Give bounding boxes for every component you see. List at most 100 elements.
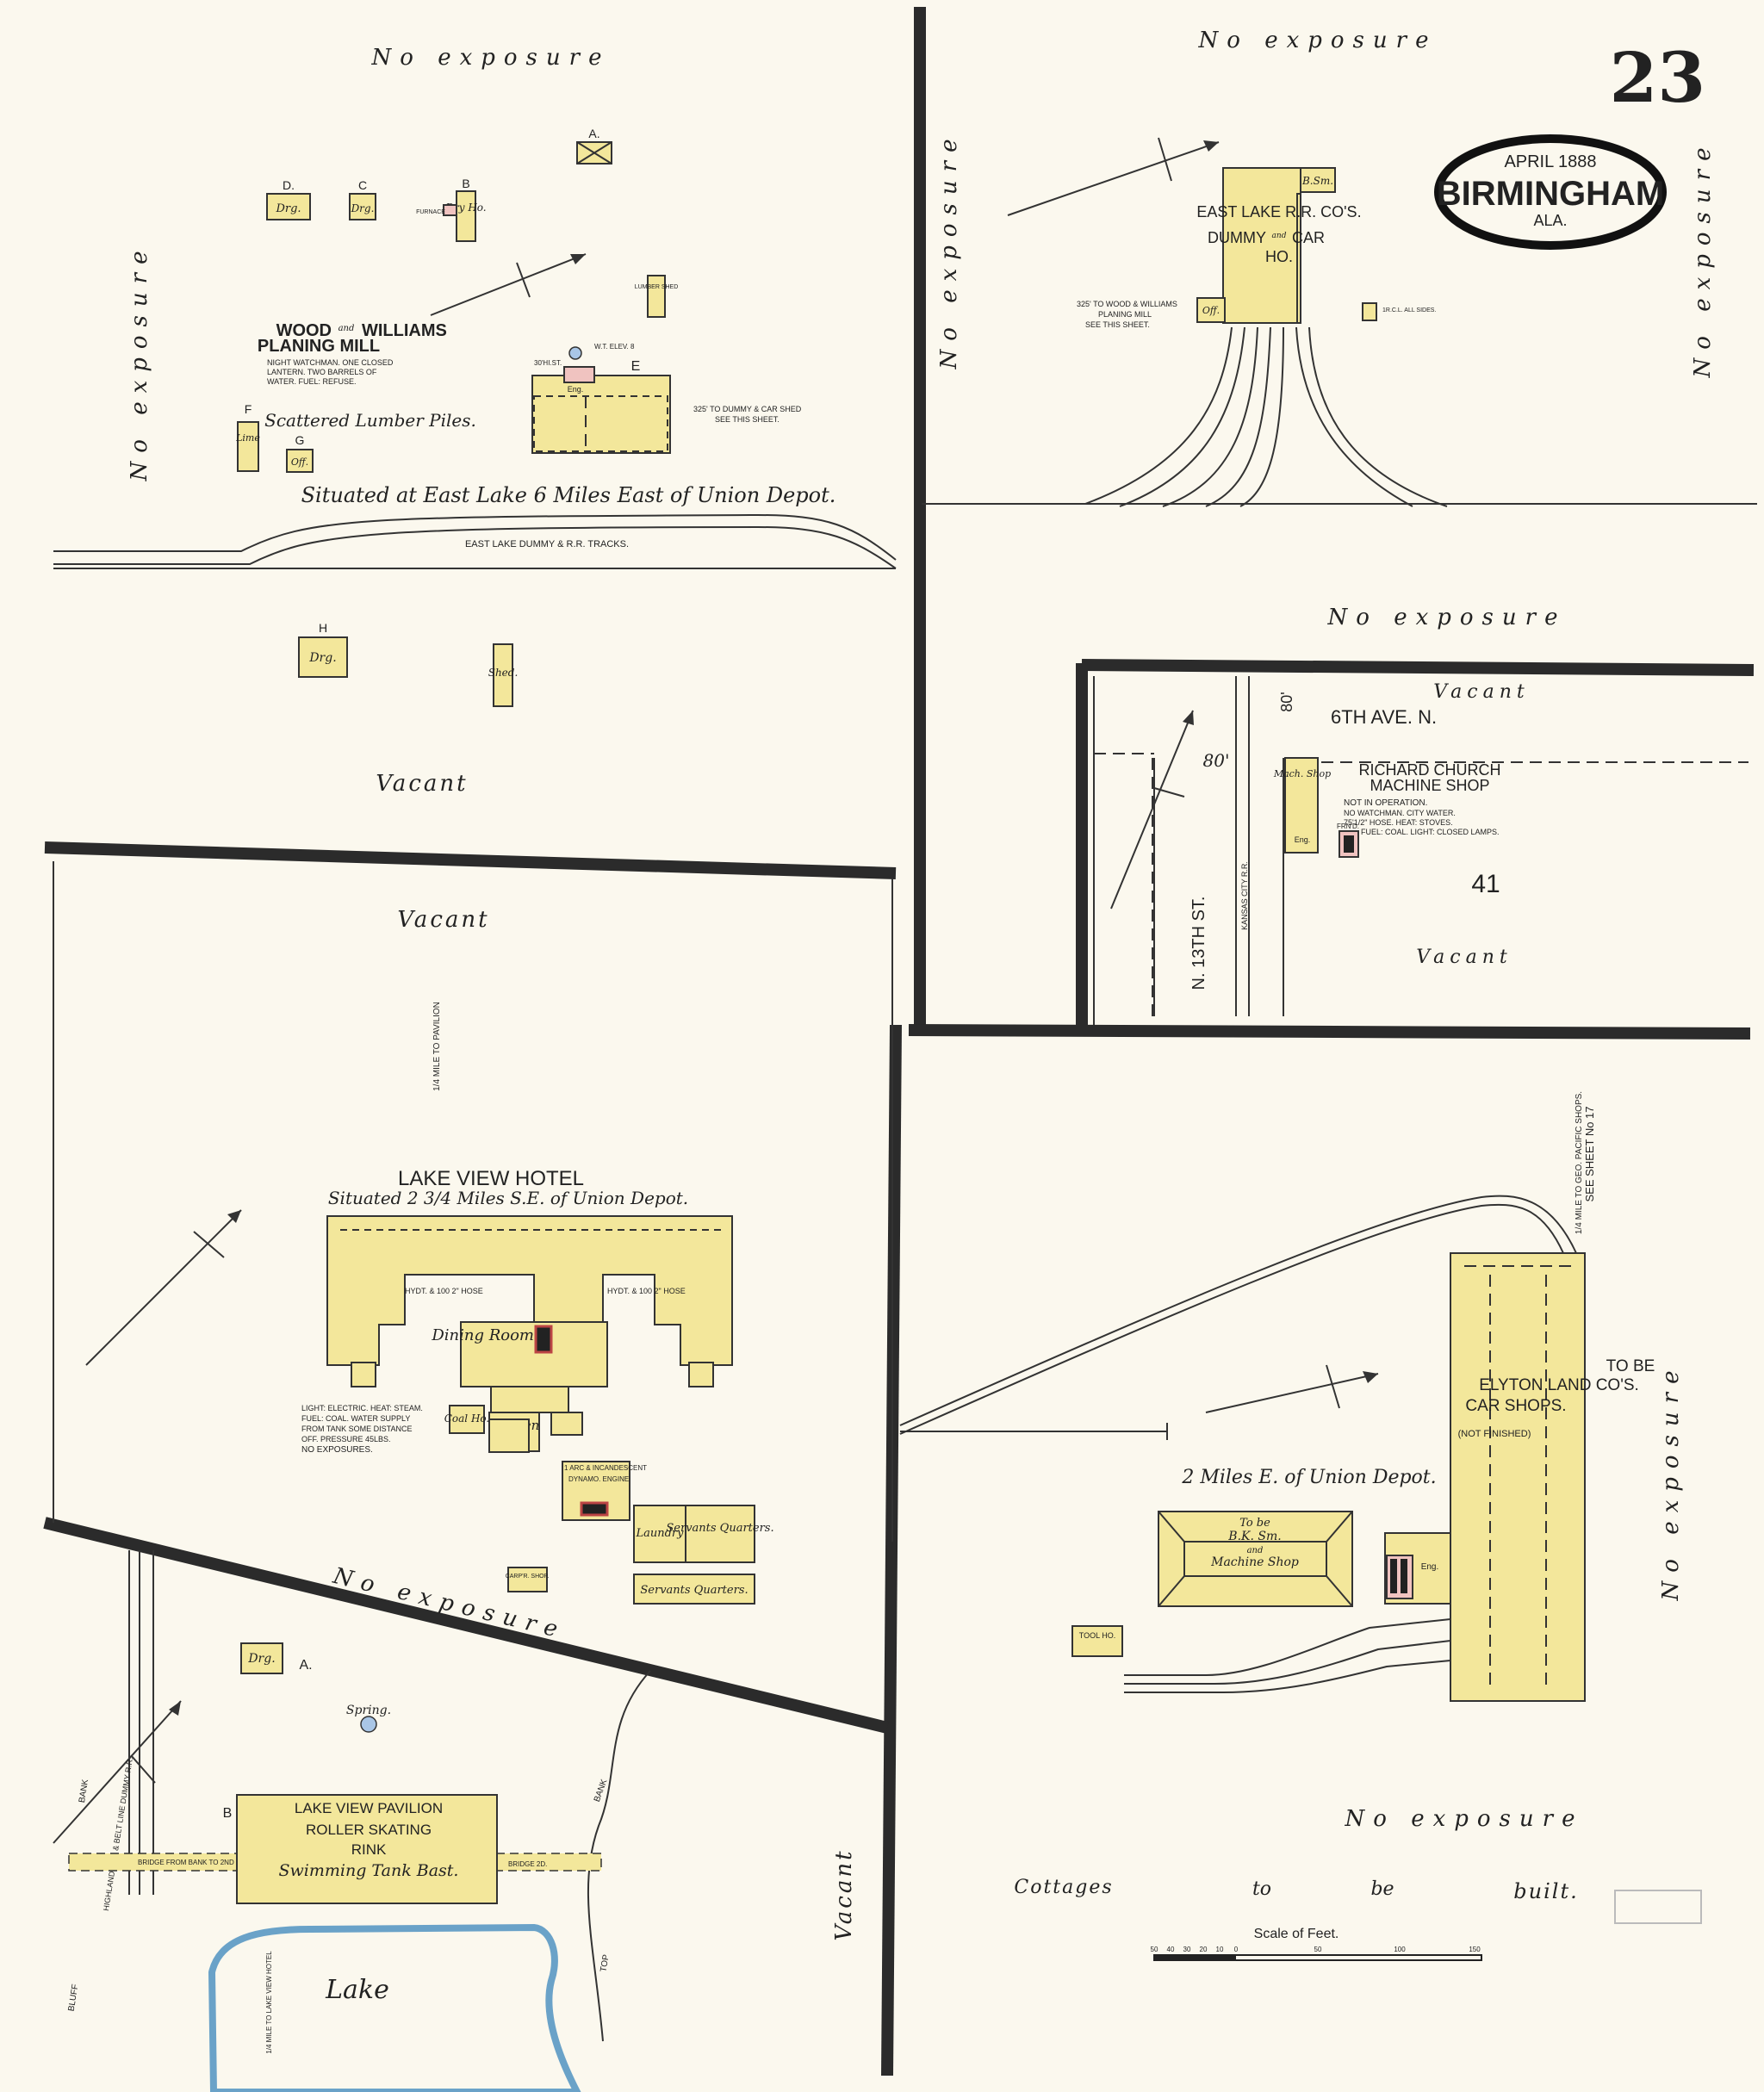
scale-tick: 50 (1151, 1946, 1158, 1953)
north-arrow (1205, 1373, 1379, 1413)
coal-ho-label: Coal Ho. (444, 1412, 490, 1425)
horizontal-road-right (908, 1024, 1751, 1040)
bank-label: BANK (78, 1779, 90, 1803)
hotel-note-line: OFF. PRESSURE 45LBS. (301, 1435, 391, 1443)
no-exposure-label: No exposure (371, 45, 611, 71)
vacant-label: Vacant (831, 1848, 857, 1940)
lumber-shed (647, 275, 666, 318)
sheet-number: 23 (1610, 37, 1705, 118)
no-exposure-label: No exposure (936, 131, 962, 370)
hotel-note-line: LIGHT: ELECTRIC. HEAT: STEAM. (301, 1404, 423, 1412)
drg-label: Drg. (351, 202, 375, 214)
north-arrow-tick (516, 262, 531, 298)
bldg-letter-e: E (631, 359, 641, 374)
north-arrow-head (227, 1210, 241, 1223)
lumber-shed-label: LUMBER SHED (635, 284, 679, 290)
wood-williams-planing-mill: A. B Dry Ho. FURNACE C Drg. D. Drg. LUMB… (53, 127, 897, 707)
laundry (633, 1505, 686, 1563)
shop-note-line: NO WATCHMAN. CITY WATER. (1344, 809, 1456, 817)
street-label: N. 13TH ST. (1189, 897, 1208, 990)
diagonal-road (43, 1517, 889, 1734)
water-tank (568, 346, 582, 360)
car-house-annex (1296, 193, 1301, 324)
off-label: Off. (291, 456, 308, 468)
vacant-labels: Vacant Vacant Vacant Vacant Vacant (376, 681, 1524, 1941)
hotel-wing-foot (351, 1362, 376, 1387)
building-b (456, 190, 476, 242)
track-curve (899, 1195, 1577, 1426)
mill-title-1: WOOD (276, 321, 332, 340)
bluff-label: BLUFF (67, 1983, 81, 2012)
bldg-letter-c: C (358, 178, 367, 192)
hotel-note-line: FROM TANK SOME DISTANCE (301, 1425, 413, 1433)
hydrant-label-b: HYDT. & 100 2" HOSE (607, 1287, 686, 1295)
mill-title-2: WILLIAMS (362, 321, 447, 340)
drg-label: Drg. (308, 651, 336, 665)
frn-label: FRN'D. (1337, 823, 1359, 830)
pavilion-title-2: ROLLER SKATING (306, 1822, 432, 1838)
boiler (1344, 835, 1354, 853)
small-bldg-label: 1R.C.L. ALL SIDES. (1382, 307, 1436, 313)
building-h (298, 636, 348, 678)
east-lake-car-house: B.Sm. Off. EAST LAKE R.R. CO'S. DUMMY an… (1007, 137, 1448, 507)
dwelling-a (240, 1642, 283, 1674)
bldg-letter-d: D. (283, 178, 295, 192)
small-building (1362, 302, 1377, 321)
block-number: 41 (1471, 870, 1500, 898)
car-house-title-3: CAR (1292, 229, 1325, 246)
lake (208, 1923, 581, 2092)
north-arrow-head (1203, 140, 1219, 152)
north-arrow-head (1363, 1371, 1378, 1383)
bs-label-2: B.K. Sm. (1227, 1530, 1281, 1543)
car-house-title-4: HO. (1265, 248, 1293, 265)
shed (493, 643, 513, 707)
car-shops-note: SEE SHEET No 17 (1583, 1106, 1596, 1201)
cartouche-state: ALA. (1533, 212, 1567, 229)
scale-tick: 10 (1216, 1946, 1224, 1953)
no-exposure-label: No exposure (1345, 1806, 1584, 1832)
mach-shop-label: Mach. Shop (1273, 768, 1331, 779)
furnace-label: FURNACE (416, 209, 445, 215)
eng-label: Eng. (1295, 835, 1311, 844)
top-label: TOP (599, 1953, 611, 1972)
dummy-note-line: 325' TO DUMMY & CAR SHED (693, 405, 802, 413)
shop-title-1: RICHARD CHURCH (1359, 761, 1501, 779)
servants-quarters-1 (685, 1505, 755, 1563)
spring (360, 1716, 377, 1733)
pavilion-title-3: RINK (351, 1841, 387, 1858)
sheet-borders (43, 7, 1757, 2076)
office (1196, 297, 1226, 323)
bs-label-3: and (1247, 1546, 1264, 1555)
cartouche-oval (1434, 134, 1667, 250)
wt-elev-label: W.T. ELEV. 8 (594, 343, 635, 351)
cottages-label: Cottages (1014, 1877, 1113, 1898)
shed-label: Shed. (488, 667, 519, 679)
scale-tick: 40 (1167, 1946, 1175, 1953)
building-e-mill (531, 375, 671, 454)
car-house-note-line: PLANING MILL (1098, 310, 1152, 319)
north-arrow-head (169, 1701, 181, 1716)
eng-label: Eng. (568, 385, 584, 394)
mill-note-line: WATER. FUEL: REFUSE. (267, 377, 357, 386)
drg-label: Drg. (275, 202, 301, 215)
mill-note-line: NIGHT WATCHMAN. ONE CLOSED (267, 358, 394, 367)
lake-label: Lake (325, 1975, 389, 2005)
lake-view-pavilion: HIGHLAND AVE. & BELT LINE DUMMY R.R. BAN… (53, 1550, 651, 2092)
coal-house (449, 1405, 485, 1434)
bldg-letter-b: B (462, 177, 469, 190)
shop-note-line: NOT IN OPERATION. (1344, 798, 1427, 808)
library-stamp (1614, 1890, 1702, 1924)
car-shops-title-1: TO BE (1606, 1357, 1655, 1375)
pavilion-title-4: Swimming Tank Bast. (279, 1861, 459, 1880)
elyton-land-car-shops: TO BE ELYTON LAND CO'S. CAR SHOPS. (NOT … (899, 1091, 1655, 1903)
richard-church-machine-shop-block: 6TH AVE. N. 80' 80' N. 13TH ST. KANSAS C… (1094, 676, 1748, 1016)
drg-label: Drg. (247, 1652, 275, 1666)
scale-tick: 0 (1234, 1946, 1239, 1953)
car-shops-interior (1464, 1265, 1572, 1688)
mill-title-3: PLANING MILL (258, 337, 380, 356)
tool-house (1071, 1625, 1123, 1657)
dynamo-note: DYNAMO. ENGINE (568, 1475, 629, 1483)
cartouche-date: APRIL 1888 (1504, 152, 1596, 171)
bldg-letter-b: B (223, 1806, 233, 1821)
